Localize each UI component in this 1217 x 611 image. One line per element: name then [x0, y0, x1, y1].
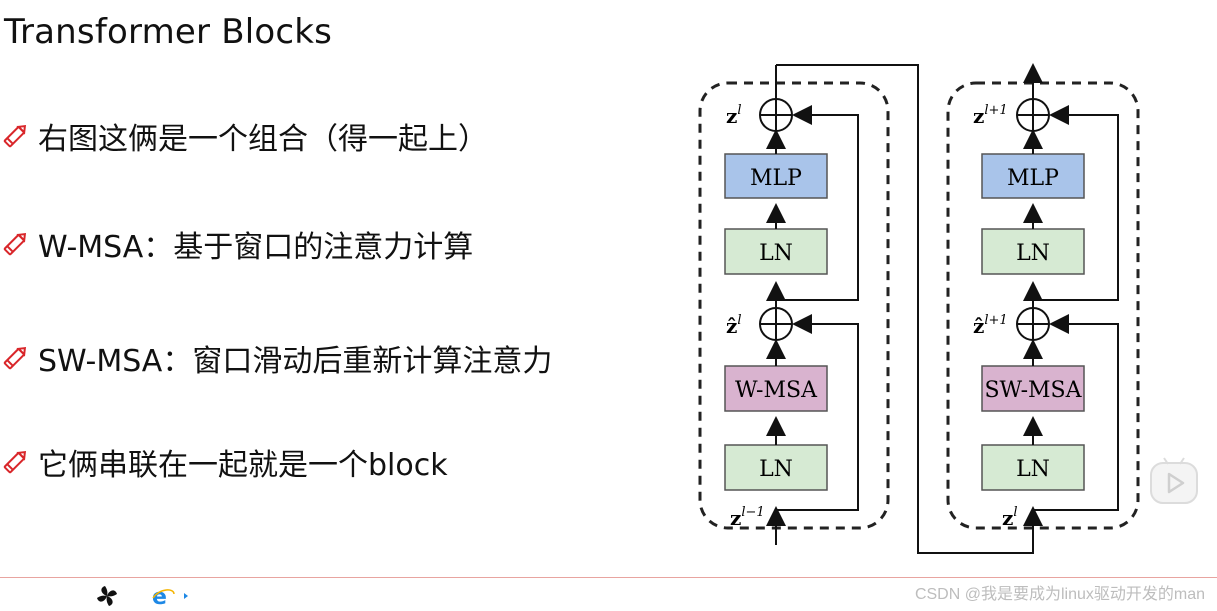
bullet-text: W-MSA：基于窗口的注意力计算: [38, 230, 474, 265]
pinwheel-icon[interactable]: [95, 584, 119, 608]
right-mlp-box: [981, 153, 1085, 199]
bullet-item: SW-MSA：窗口滑动后重新计算注意力: [0, 336, 552, 380]
right-attention-label: SW-MSA: [984, 378, 1082, 403]
right-ln-bottom-label: LN: [1016, 457, 1050, 482]
left-ln-top-box: [724, 228, 828, 275]
left-out-label: zl: [726, 103, 742, 128]
video-play-icon[interactable]: [1148, 455, 1200, 507]
swin-transformer-block-diagram: LN W-MSA LN MLP LN SW-MSA LN MLP zl: [698, 63, 1140, 554]
pencil-icon: [3, 450, 27, 474]
bullet-item: 它俩串联在一起就是一个block: [0, 440, 448, 484]
pencil-icon: [3, 346, 27, 370]
pencil-icon: [3, 232, 27, 256]
right-block-frame: [946, 81, 1140, 530]
pencil-icon: [3, 124, 27, 148]
right-attention-box: [981, 365, 1085, 412]
bullet-text: 右图这俩是一个组合（得一起上）: [38, 122, 488, 157]
bullet-item: 右图这俩是一个组合（得一起上）: [0, 114, 488, 158]
left-ln-bottom-label: LN: [759, 457, 793, 482]
right-ln-top-box: [981, 228, 1085, 275]
left-block-frame: [698, 81, 890, 530]
right-in-label: zl: [1002, 505, 1018, 530]
left-ln-top-label: LN: [759, 241, 793, 266]
right-ln-bottom-box: [981, 444, 1085, 491]
left-in-label: zl−1: [730, 505, 765, 530]
slide-title: Transformer Blocks: [4, 12, 333, 52]
right-ln-top-label: LN: [1016, 241, 1050, 266]
footer-divider: [0, 577, 1217, 578]
right-out-label: zl+1: [973, 103, 1008, 128]
csdn-watermark: CSDN @我是要成为linux驱动开发的man: [914, 586, 1205, 603]
left-attention-label: W-MSA: [735, 378, 818, 403]
right-mid-label: ẑl+1: [973, 313, 1008, 338]
bullet-item: W-MSA：基于窗口的注意力计算: [0, 222, 473, 266]
right-mlp-label: MLP: [1007, 166, 1059, 191]
bullet-text: 它俩串联在一起就是一个block: [38, 448, 448, 483]
ie-browser-icon[interactable]: e: [152, 584, 192, 608]
bullet-text: SW-MSA：窗口滑动后重新计算注意力: [38, 344, 553, 379]
left-mlp-label: MLP: [750, 166, 802, 191]
left-mid-label: ẑl: [726, 313, 742, 338]
